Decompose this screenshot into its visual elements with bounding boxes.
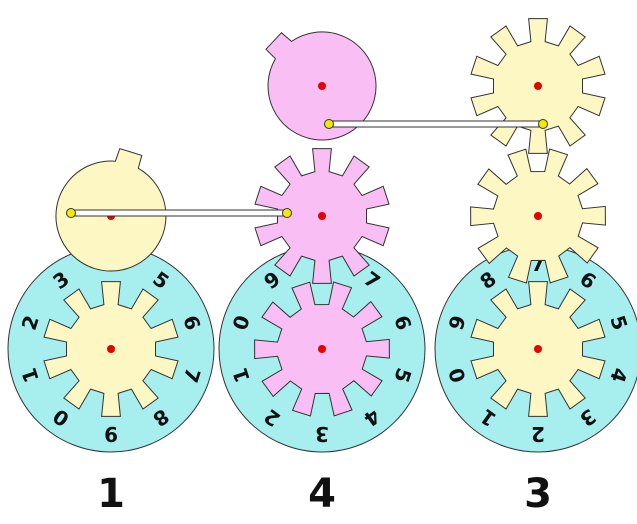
pivot-pin [282,208,292,218]
dial-digit: 2 [531,422,545,446]
connecting-rod [70,209,288,217]
gear-axle-dot [318,212,326,220]
linkage-rod-4-to-3 [324,119,548,129]
gear-axle-dot [534,82,542,90]
gear-axle-dot [534,345,542,353]
column-label-1: 1 [97,471,125,517]
linkage-rod-1-to-4 [66,208,292,218]
cam-axle-dot [318,82,326,90]
column-label-3: 3 [524,471,552,517]
gear-axle-dot [107,345,115,353]
column-label-4: 4 [308,471,336,517]
pivot-pin [66,208,76,218]
connecting-rod [328,120,544,128]
dial-digit: 9 [104,422,118,446]
dial-digit: 3 [315,422,329,446]
gear-axle-dot [534,212,542,220]
gear-axle-dot [318,345,326,353]
pivot-pin [324,119,334,129]
pivot-pin [538,119,548,129]
